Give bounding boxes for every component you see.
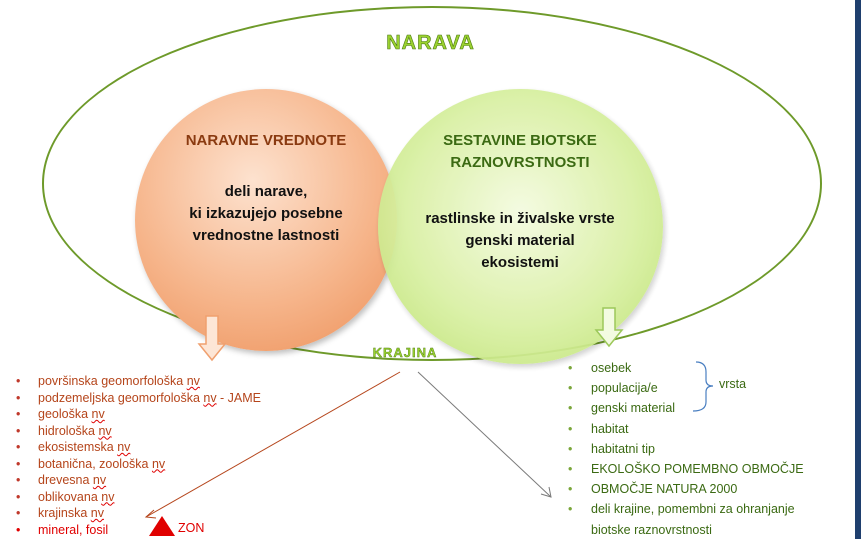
list-item: habitat xyxy=(568,419,804,439)
naravne-vrednote-types-list: površinska geomorfološka nv podzemeljska… xyxy=(16,373,261,538)
description-line: rastlinske in živalske vrste xyxy=(425,210,615,227)
zon-label: ZON xyxy=(178,521,205,535)
narava-ellipse xyxy=(42,6,822,361)
item-abbr: nv xyxy=(98,423,112,438)
slide-border xyxy=(855,0,861,539)
biotska-raznovrstnost-heading: SESTAVINE BIOTSKE RAZNOVRSTNOSTI xyxy=(443,132,597,171)
item-text: drevesna xyxy=(38,473,93,487)
list-item: botanična, zoološka nv xyxy=(16,456,261,473)
item-text: podzemeljska geomorfološka xyxy=(38,390,204,405)
item-text: botanična, zoološka xyxy=(38,456,152,471)
list-item: geološka nv xyxy=(16,406,261,423)
item-abbr: nv xyxy=(203,390,217,405)
arrowhead-right-icon xyxy=(540,486,552,498)
item-abbr: nv xyxy=(117,440,131,454)
list-item: EKOLOŠKO POMEMBNO OBMOČJE xyxy=(568,459,804,479)
naravne-vrednote-description: deli narave, ki izkazujejo posebne vredn… xyxy=(150,181,382,247)
list-item: habitatni tip xyxy=(568,439,804,459)
description-line: vrednostne lastnosti xyxy=(192,227,340,244)
krajina-label: KRAJINA xyxy=(372,345,438,360)
list-item: mineral, fosil xyxy=(16,522,261,539)
arrow-to-deli-krajine xyxy=(417,371,552,498)
item-abbr: nv xyxy=(90,506,104,520)
biotska-raznovrstnost-description: rastlinske in živalske vrste genski mate… xyxy=(392,208,648,274)
description-line: ekosistemi xyxy=(481,254,559,271)
list-item: podzemeljska geomorfološka nv - JAME xyxy=(16,390,261,407)
item-suffix: - JAME xyxy=(216,390,262,405)
item-abbr: nv xyxy=(92,473,107,487)
item-text-continuation: biotske raznovrstnosti xyxy=(591,522,712,537)
item-text: geološka xyxy=(38,407,92,421)
item-text: hidrološka xyxy=(38,423,99,438)
item-text: mineral, fosil xyxy=(38,522,109,537)
item-abbr: nv xyxy=(91,407,105,421)
description-line: genski material xyxy=(465,232,575,249)
list-item: osebek xyxy=(568,358,804,378)
naravne-vrednote-circle xyxy=(135,89,397,351)
item-text: ekosistemska xyxy=(38,440,118,454)
list-item: krajinska nv xyxy=(16,505,261,522)
description-line: deli narave, xyxy=(224,183,308,200)
item-abbr: nv xyxy=(186,374,200,388)
list-item: oblikovana nv xyxy=(16,489,261,506)
item-abbr: nv xyxy=(101,489,115,504)
list-item: populacija/e xyxy=(568,378,804,398)
item-text: površinska geomorfološka xyxy=(38,374,187,388)
item-abbr: nv xyxy=(151,456,166,471)
vrsta-label: vrsta xyxy=(719,377,747,391)
down-arrow-left-icon xyxy=(197,315,227,362)
diagram-title: NARAVA xyxy=(386,32,475,55)
biotska-raznovrstnost-components-list: osebek populacija/e genski material habi… xyxy=(568,358,804,540)
item-text: deli krajine, pomembni za ohranjanje xyxy=(591,502,795,517)
list-item: površinska geomorfološka nv xyxy=(16,373,261,390)
item-text: oblikovana xyxy=(38,489,102,504)
down-arrow-right-icon xyxy=(594,307,624,348)
item-text: krajinska xyxy=(38,506,91,520)
list-item: hidrološka nv xyxy=(16,423,261,440)
list-item: drevesna nv xyxy=(16,472,261,489)
list-item: deli krajine, pomembni za ohranjanje biot… xyxy=(568,499,804,539)
description-line: ki izkazujejo posebne xyxy=(189,205,343,222)
list-item: genski material xyxy=(568,398,804,418)
list-item: ekosistemska nv xyxy=(16,439,261,456)
list-item: OBMOČJE NATURA 2000 xyxy=(568,479,804,499)
naravne-vrednote-heading: NARAVNE VREDNOTE xyxy=(185,132,347,149)
